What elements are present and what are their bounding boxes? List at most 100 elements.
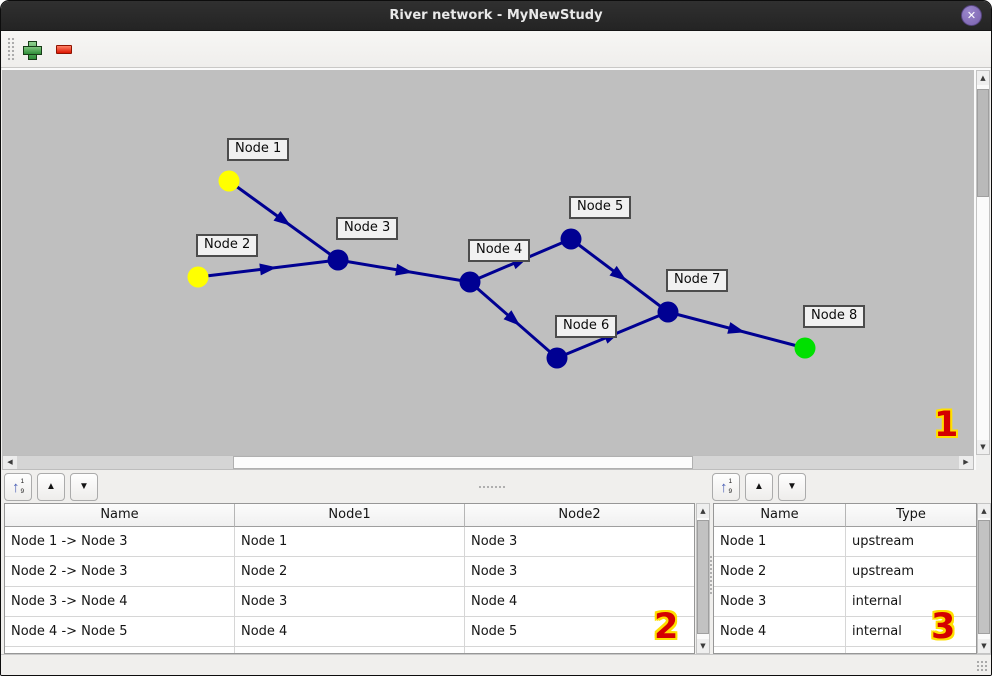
links-sort-button[interactable]: ↑ 1 9	[4, 473, 32, 501]
up-triangle-icon: ▲	[754, 481, 764, 492]
river-network-diagram	[187, 170, 816, 369]
plus-icon	[23, 40, 42, 60]
scroll-up-icon[interactable]: ▲	[977, 71, 989, 85]
scroll-down-icon[interactable]: ▼	[697, 639, 709, 653]
scroll-left-icon[interactable]: ◀	[3, 456, 17, 469]
column-header-name[interactable]: Name	[5, 504, 235, 527]
scroll-up-icon[interactable]: ▲	[978, 504, 990, 518]
cell-name[interactable]: Node 4 -> Node 5	[5, 617, 235, 647]
edge-arrow-icon	[609, 265, 627, 281]
nodes-table: Name Type Node 1 upstream Node 2 upstrea…	[713, 503, 977, 654]
node-label-node-2[interactable]: Node 2	[196, 234, 259, 257]
cell-name[interactable]: Node 3 -> Node 4	[5, 587, 235, 617]
column-header-name[interactable]: Name	[714, 504, 846, 527]
river-edge-node-7-to-node-8[interactable]	[667, 310, 806, 350]
cell-node2[interactable]: Node 3	[465, 527, 694, 557]
nodes-sort-button[interactable]: ↑ 1 9	[712, 473, 740, 501]
cell-node1[interactable]: Node 3	[235, 587, 465, 617]
river-node-node-8[interactable]	[794, 337, 816, 359]
cell-node2[interactable]: Node 3	[465, 557, 694, 587]
edge-arrow-icon	[395, 263, 413, 276]
cell-name[interactable]: Node 1 -> Node 3	[5, 527, 235, 557]
scroll-down-icon[interactable]: ▼	[977, 440, 989, 454]
vertical-scroll-handle[interactable]	[697, 520, 709, 634]
cell-node1[interactable]: Node 1	[235, 527, 465, 557]
scroll-up-icon[interactable]: ▲	[697, 504, 709, 518]
table-row[interactable]: Node 3 internal	[714, 587, 976, 617]
edge-arrow-icon	[273, 210, 291, 226]
toolbar-grip-handle[interactable]	[7, 37, 16, 62]
table-row-empty[interactable]	[714, 647, 976, 653]
column-header-node1[interactable]: Node1	[235, 504, 465, 527]
cell-type[interactable]: internal	[846, 617, 976, 647]
close-button[interactable]: ✕	[961, 5, 982, 26]
nodes-table-controls: ↑ 1 9 ▲ ▼	[712, 473, 806, 501]
cell-name[interactable]: Node 4	[714, 617, 846, 647]
panel-controls-bar: ↑ 1 9 ▲ ▼ ↑ 1 9	[1, 470, 991, 503]
river-node-node-7[interactable]	[657, 301, 679, 323]
nodes-move-down-button[interactable]: ▼	[778, 473, 806, 501]
table-row-empty[interactable]	[5, 647, 694, 653]
links-table-scrollbar[interactable]: ▲ ▼	[696, 503, 710, 654]
nodes-table-scrollbar[interactable]: ▲ ▼	[977, 503, 991, 654]
links-move-up-button[interactable]: ▲	[37, 473, 65, 501]
vertical-scroll-handle[interactable]	[978, 520, 990, 634]
cell-type[interactable]: upstream	[846, 557, 976, 587]
river-node-node-6[interactable]	[546, 347, 568, 369]
scroll-right-icon[interactable]: ▶	[959, 456, 973, 469]
cell-type[interactable]: upstream	[846, 527, 976, 557]
scroll-down-icon[interactable]: ▼	[978, 639, 990, 653]
add-node-button[interactable]	[17, 35, 45, 63]
splitter-handle[interactable]	[478, 485, 506, 489]
canvas-horizontal-scrollbar[interactable]: ◀ ▶	[2, 455, 974, 470]
cell-name[interactable]: Node 2	[714, 557, 846, 587]
river-edge-node-2-to-node-3[interactable]	[197, 258, 339, 279]
river-edge-node-4-to-node-6[interactable]	[469, 280, 558, 360]
cell-name[interactable]: Node 1	[714, 527, 846, 557]
nodes-move-up-button[interactable]: ▲	[745, 473, 773, 501]
column-header-node2[interactable]: Node2	[465, 504, 694, 527]
cell-name[interactable]: Node 2 -> Node 3	[5, 557, 235, 587]
cell-type[interactable]: internal	[846, 587, 976, 617]
cell-node1[interactable]: Node 4	[235, 617, 465, 647]
vertical-scroll-handle[interactable]	[977, 89, 989, 197]
river-node-node-4[interactable]	[459, 271, 481, 293]
cell-node1[interactable]: Node 2	[235, 557, 465, 587]
node-label-node-5[interactable]: Node 5	[569, 196, 632, 219]
column-header-type[interactable]: Type	[846, 504, 976, 527]
remove-node-button[interactable]	[50, 35, 78, 63]
river-node-node-3[interactable]	[327, 249, 349, 271]
canvas-vertical-scrollbar[interactable]: ▲ ▼	[976, 70, 990, 455]
resize-grip[interactable]	[976, 660, 988, 672]
status-bar	[1, 654, 991, 675]
river-node-node-2[interactable]	[187, 266, 209, 288]
cell-name[interactable]: Node 3	[714, 587, 846, 617]
table-row[interactable]: Node 3 -> Node 4 Node 3 Node 4	[5, 587, 694, 617]
table-row[interactable]: Node 4 -> Node 5 Node 4 Node 5	[5, 617, 694, 647]
table-row[interactable]: Node 2 -> Node 3 Node 2 Node 3	[5, 557, 694, 587]
table-row[interactable]: Node 4 internal	[714, 617, 976, 647]
node-label-node-6[interactable]: Node 6	[555, 315, 618, 338]
scrollbar-corner	[976, 455, 990, 470]
river-edge-node-1-to-node-3[interactable]	[228, 179, 339, 262]
cell-node2[interactable]: Node 5	[465, 617, 694, 647]
node-label-node-3[interactable]: Node 3	[336, 217, 399, 240]
edge-arrow-icon	[727, 322, 746, 334]
node-label-node-4[interactable]: Node 4	[468, 239, 531, 262]
cell-node2[interactable]: Node 4	[465, 587, 694, 617]
node-label-node-1[interactable]: Node 1	[227, 138, 290, 161]
river-node-node-1[interactable]	[218, 170, 240, 192]
river-node-node-5[interactable]	[560, 228, 582, 250]
river-edge-node-5-to-node-7[interactable]	[570, 237, 669, 314]
table-row[interactable]: Node 1 -> Node 3 Node 1 Node 3	[5, 527, 694, 557]
table-row[interactable]: Node 2 upstream	[714, 557, 976, 587]
links-move-down-button[interactable]: ▼	[70, 473, 98, 501]
horizontal-scroll-handle[interactable]	[233, 456, 693, 469]
node-label-node-7[interactable]: Node 7	[666, 269, 729, 292]
tables-splitter-handle[interactable]	[709, 555, 714, 595]
river-edge-node-3-to-node-4[interactable]	[337, 258, 471, 284]
node-label-node-8[interactable]: Node 8	[803, 305, 866, 328]
table-row[interactable]: Node 1 upstream	[714, 527, 976, 557]
